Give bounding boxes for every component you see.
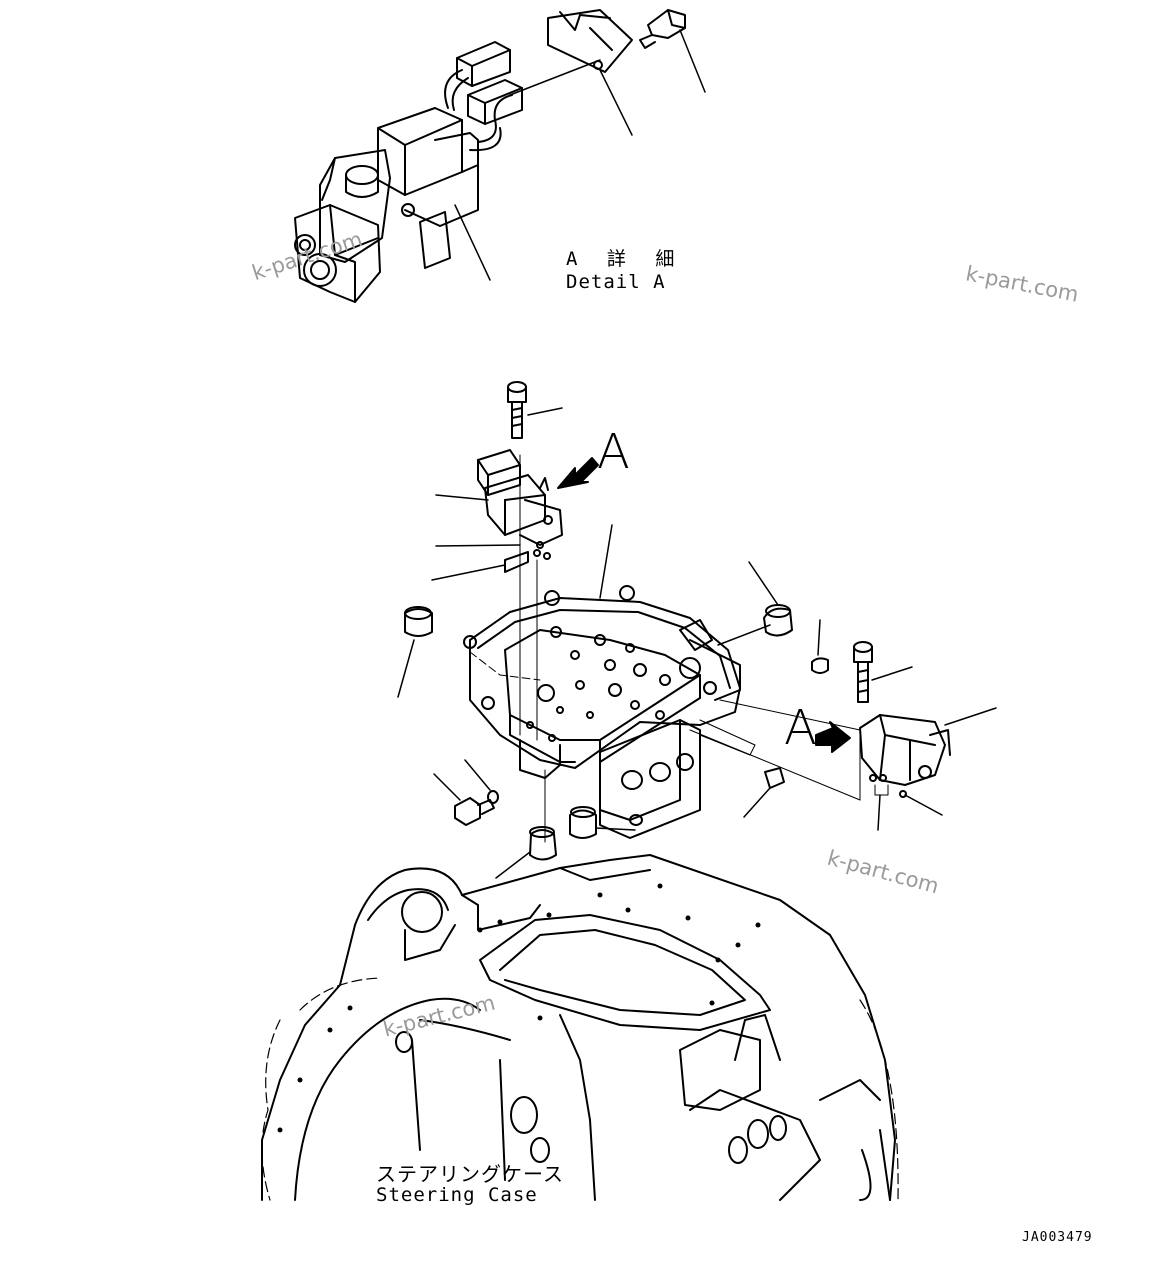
steering-case <box>261 854 899 1201</box>
plug-bottom-2 <box>569 806 636 839</box>
steering-case-label-jp: ステアリングケース <box>376 1162 564 1186</box>
plug-bottom-1 <box>495 826 557 879</box>
bottom-bolt <box>433 759 546 843</box>
view-arrow-icon <box>557 457 599 489</box>
detail-a-bracket <box>547 9 633 136</box>
view-mark-right: A <box>784 700 817 756</box>
plug-left <box>397 606 433 698</box>
view-mark-upper: A <box>597 424 630 480</box>
detail-a-bolt <box>639 9 706 93</box>
detail-a-solenoid-valve <box>294 41 601 303</box>
steering-case-label-en: Steering Case <box>376 1184 538 1206</box>
transmission-valve-body <box>463 454 861 839</box>
plug-bottom-right <box>743 767 785 818</box>
plug-right <box>748 561 793 637</box>
right-bolt <box>853 641 913 703</box>
right-solenoid-valve <box>859 707 997 831</box>
plug-small-right <box>811 619 829 674</box>
upper-bolt <box>507 381 563 439</box>
view-arrow-icon <box>815 721 851 753</box>
figure-number: JA003479 <box>1022 1230 1093 1245</box>
detail-a-title-jp: A 詳 細 <box>566 248 684 270</box>
detail-a-title-en: Detail A <box>566 271 666 293</box>
upper-solenoid-valve <box>431 449 563 581</box>
